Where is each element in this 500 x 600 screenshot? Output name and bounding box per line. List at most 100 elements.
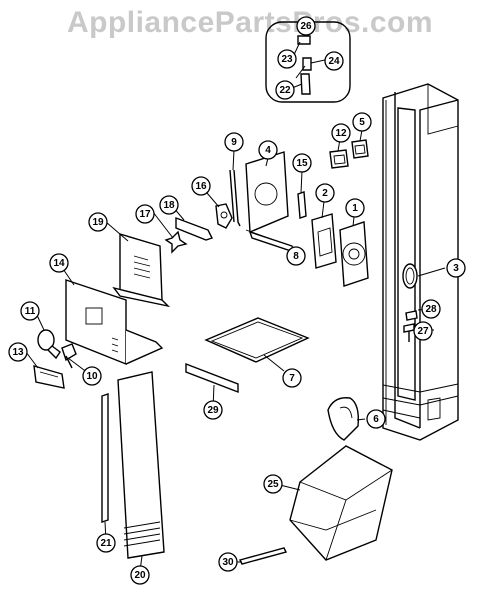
callout-circle [331, 123, 351, 143]
callout-5: 5 [352, 112, 372, 132]
callout-circle [135, 204, 155, 224]
callout-label: 4 [265, 145, 271, 156]
part-24-coupler [302, 57, 312, 71]
part-9-rod [229, 169, 241, 227]
callout-circle [218, 552, 238, 572]
callout-circle [203, 400, 223, 420]
callout-9: 9 [224, 132, 244, 152]
callout-label: 6 [373, 414, 379, 425]
callout-circle [282, 368, 302, 388]
callout-21: 21 [96, 533, 116, 553]
part-18-bracket [175, 216, 213, 241]
callout-label: 7 [289, 373, 295, 384]
callout-circle [82, 366, 102, 386]
callout-label: 26 [300, 21, 312, 32]
callout-circle [96, 533, 116, 553]
part-26-clip [405, 310, 418, 321]
callout-label: 28 [425, 304, 437, 315]
part-23-bushing [297, 35, 311, 45]
part-2-housing [311, 213, 337, 269]
callout-circle [296, 16, 316, 36]
callout-label: 8 [293, 251, 299, 262]
callout-label: 24 [328, 56, 340, 67]
callout-15: 15 [292, 153, 312, 173]
inset-box [265, 21, 351, 103]
callout-2: 2 [315, 183, 335, 203]
refrigerator-cabinet [382, 83, 459, 441]
callout-label: 21 [100, 538, 112, 549]
watermark: AppliancePartsPros.com [66, 6, 434, 39]
callout-circle [191, 176, 211, 196]
callout-label: 11 [25, 306, 36, 317]
callout-circle [258, 140, 278, 160]
callout-23: 23 [277, 49, 297, 69]
callout-circle [159, 195, 179, 215]
callout-label: 17 [139, 209, 151, 220]
callout-label: 13 [12, 347, 24, 358]
callout-11: 11 [20, 301, 40, 321]
part-15-bracket [297, 191, 307, 219]
part-16-clip [215, 203, 233, 229]
callout-26: 26 [296, 16, 316, 36]
part-19-cover [112, 233, 171, 308]
callout-circle [292, 153, 312, 173]
callout-label: 12 [335, 128, 347, 139]
callout-8: 8 [286, 246, 306, 266]
callout-27: 27 [413, 321, 433, 341]
callout-circle [286, 246, 306, 266]
callout-label: 14 [53, 258, 65, 269]
callout-28: 28 [421, 299, 441, 319]
part-11-bulb [37, 329, 61, 360]
callout-label: 23 [281, 54, 293, 65]
callout-circle [446, 258, 466, 278]
callout-17: 17 [135, 204, 155, 224]
callout-circle [421, 299, 441, 319]
callout-7: 7 [282, 368, 302, 388]
callout-label: 30 [222, 557, 234, 568]
callout-circle [130, 565, 150, 585]
part-14-panel [65, 279, 164, 366]
part-4-damper [245, 151, 291, 247]
callout-20: 20 [130, 565, 150, 585]
callout-circle [88, 212, 108, 232]
callout-label: 22 [279, 85, 291, 96]
callout-12: 12 [331, 123, 351, 143]
callout-16: 16 [191, 176, 211, 196]
part-3-switch [402, 263, 418, 289]
part-25-ice-bin [289, 445, 393, 561]
callout-circle [324, 51, 344, 71]
callout-label: 10 [86, 371, 98, 382]
callout-circle [275, 80, 295, 100]
callout-label: 27 [417, 326, 429, 337]
part-5-bracket [351, 139, 369, 159]
part-12-bracket [329, 149, 349, 169]
part-13-lamp-cover [33, 365, 65, 389]
callout-label: 20 [134, 570, 146, 581]
part-17-fan-blade [164, 230, 188, 254]
callout-circle [277, 49, 297, 69]
callout-circle [49, 253, 69, 273]
part-29-rail [185, 362, 239, 394]
callout-label: 1 [352, 203, 358, 214]
callout-30: 30 [218, 552, 238, 572]
callout-4: 4 [258, 140, 278, 160]
part-7-shelf [204, 317, 310, 363]
part-30-rod [238, 547, 288, 565]
callout-label: 19 [92, 217, 104, 228]
callout-18: 18 [159, 195, 179, 215]
callout-10: 10 [82, 366, 102, 386]
callout-25: 25 [263, 474, 283, 494]
part-1-fan-housing [339, 221, 369, 287]
callout-label: 29 [207, 405, 219, 416]
callout-circle [20, 301, 40, 321]
callout-29: 29 [203, 400, 223, 420]
callout-label: 3 [453, 263, 459, 274]
callout-circle [366, 409, 386, 429]
callout-6: 6 [366, 409, 386, 429]
callout-circle [224, 132, 244, 152]
callout-24: 24 [324, 51, 344, 71]
callout-label: 16 [195, 181, 207, 192]
callout-14: 14 [49, 253, 69, 273]
callout-circle [8, 342, 28, 362]
